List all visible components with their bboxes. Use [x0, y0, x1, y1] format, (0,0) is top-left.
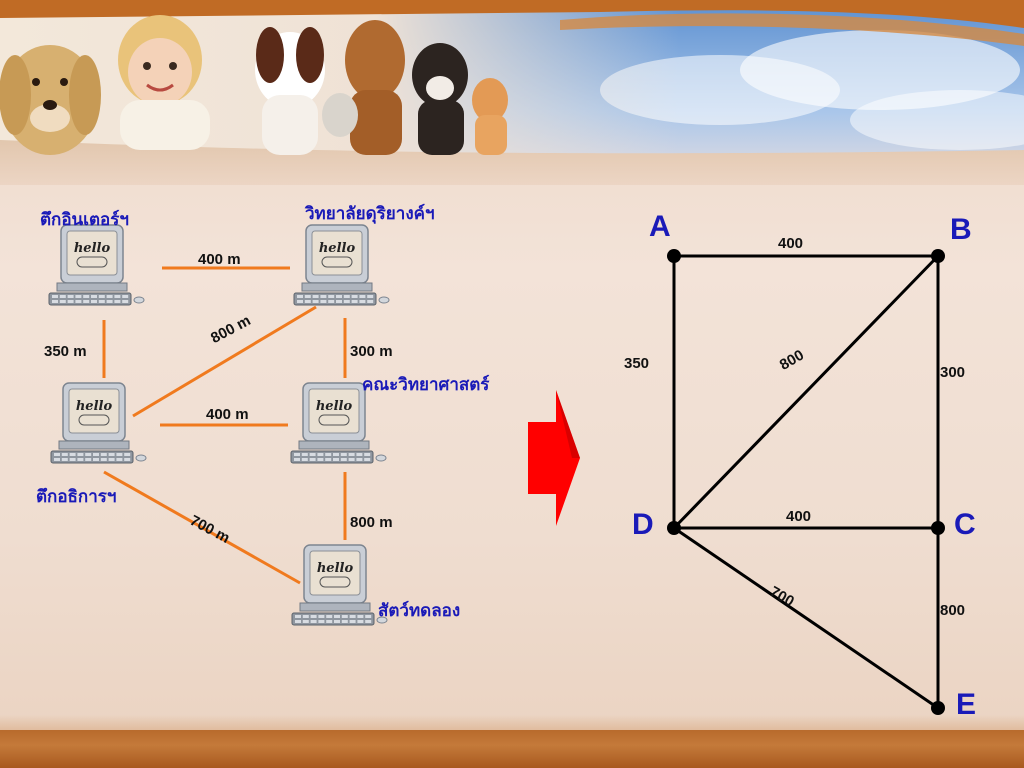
graph-edge-weight-CE: 800 — [940, 602, 966, 619]
link-label-college-science: 300 m — [350, 343, 393, 360]
link-admin-animal — [103, 470, 301, 585]
graph-edge-DE — [673, 526, 939, 710]
screen-text: hello — [74, 241, 111, 256]
graph-nodes — [667, 249, 945, 715]
building-label-internet: ตึกอินเตอร์ฯ — [40, 210, 129, 229]
building-label-admin: ตึกอธิการฯ — [36, 487, 117, 506]
graph-edge-BD — [672, 254, 940, 530]
link-admin-college — [132, 305, 317, 418]
building-label-animal: สัตว์ทดลอง — [378, 601, 461, 620]
link-label-admin-science: 400 m — [206, 406, 249, 423]
graph-node-label-B: B — [950, 213, 972, 246]
link-label-science-animal: 800 m — [350, 514, 393, 531]
banner-art — [0, 0, 1024, 185]
graph-node-label-E: E — [956, 688, 977, 721]
graph-node-C — [931, 521, 945, 535]
graph-edge-weight-DC: 400 — [786, 508, 812, 525]
link-label-internet-college: 400 m — [198, 251, 241, 268]
computer-icon-internet: hello — [48, 224, 145, 306]
computer-icon-college: hello — [293, 224, 390, 306]
graph-node-label-D: D — [632, 508, 654, 541]
building-label-college: วิทยาลัยดุริยางค์ฯ — [305, 204, 435, 223]
graph-node-label-C: C — [954, 508, 976, 541]
computers: hello hello hello hello hello — [48, 224, 390, 626]
computer-icon-admin: hello — [50, 382, 147, 464]
header-banner — [0, 0, 1024, 185]
graph-node-E — [931, 701, 945, 715]
graph-node-B — [931, 249, 945, 263]
footer-bar — [0, 730, 1024, 768]
network-links — [102, 266, 347, 585]
screen-text: hello — [317, 561, 354, 576]
arrow — [528, 390, 580, 526]
screen-text: hello — [76, 399, 113, 414]
building-label-science: คณะวิทยาศาสตร์ — [362, 375, 490, 394]
computer-icon-science: hello — [290, 382, 387, 464]
graph-edge-weight-AB: 400 — [778, 235, 804, 252]
graph-node-A — [667, 249, 681, 263]
computer-icon-animal: hello — [291, 544, 388, 626]
graph-node-D — [667, 521, 681, 535]
graph-edge-weight-AD: 350 — [624, 355, 650, 372]
graph-edges — [672, 254, 940, 710]
graph-edge-weight-BC: 300 — [940, 364, 966, 381]
link-label-internet-admin: 350 m — [44, 343, 87, 360]
graph-node-label-A: A — [649, 210, 671, 243]
screen-text: hello — [316, 399, 353, 414]
footer-fade — [0, 715, 1024, 733]
screen-text: hello — [319, 241, 356, 256]
